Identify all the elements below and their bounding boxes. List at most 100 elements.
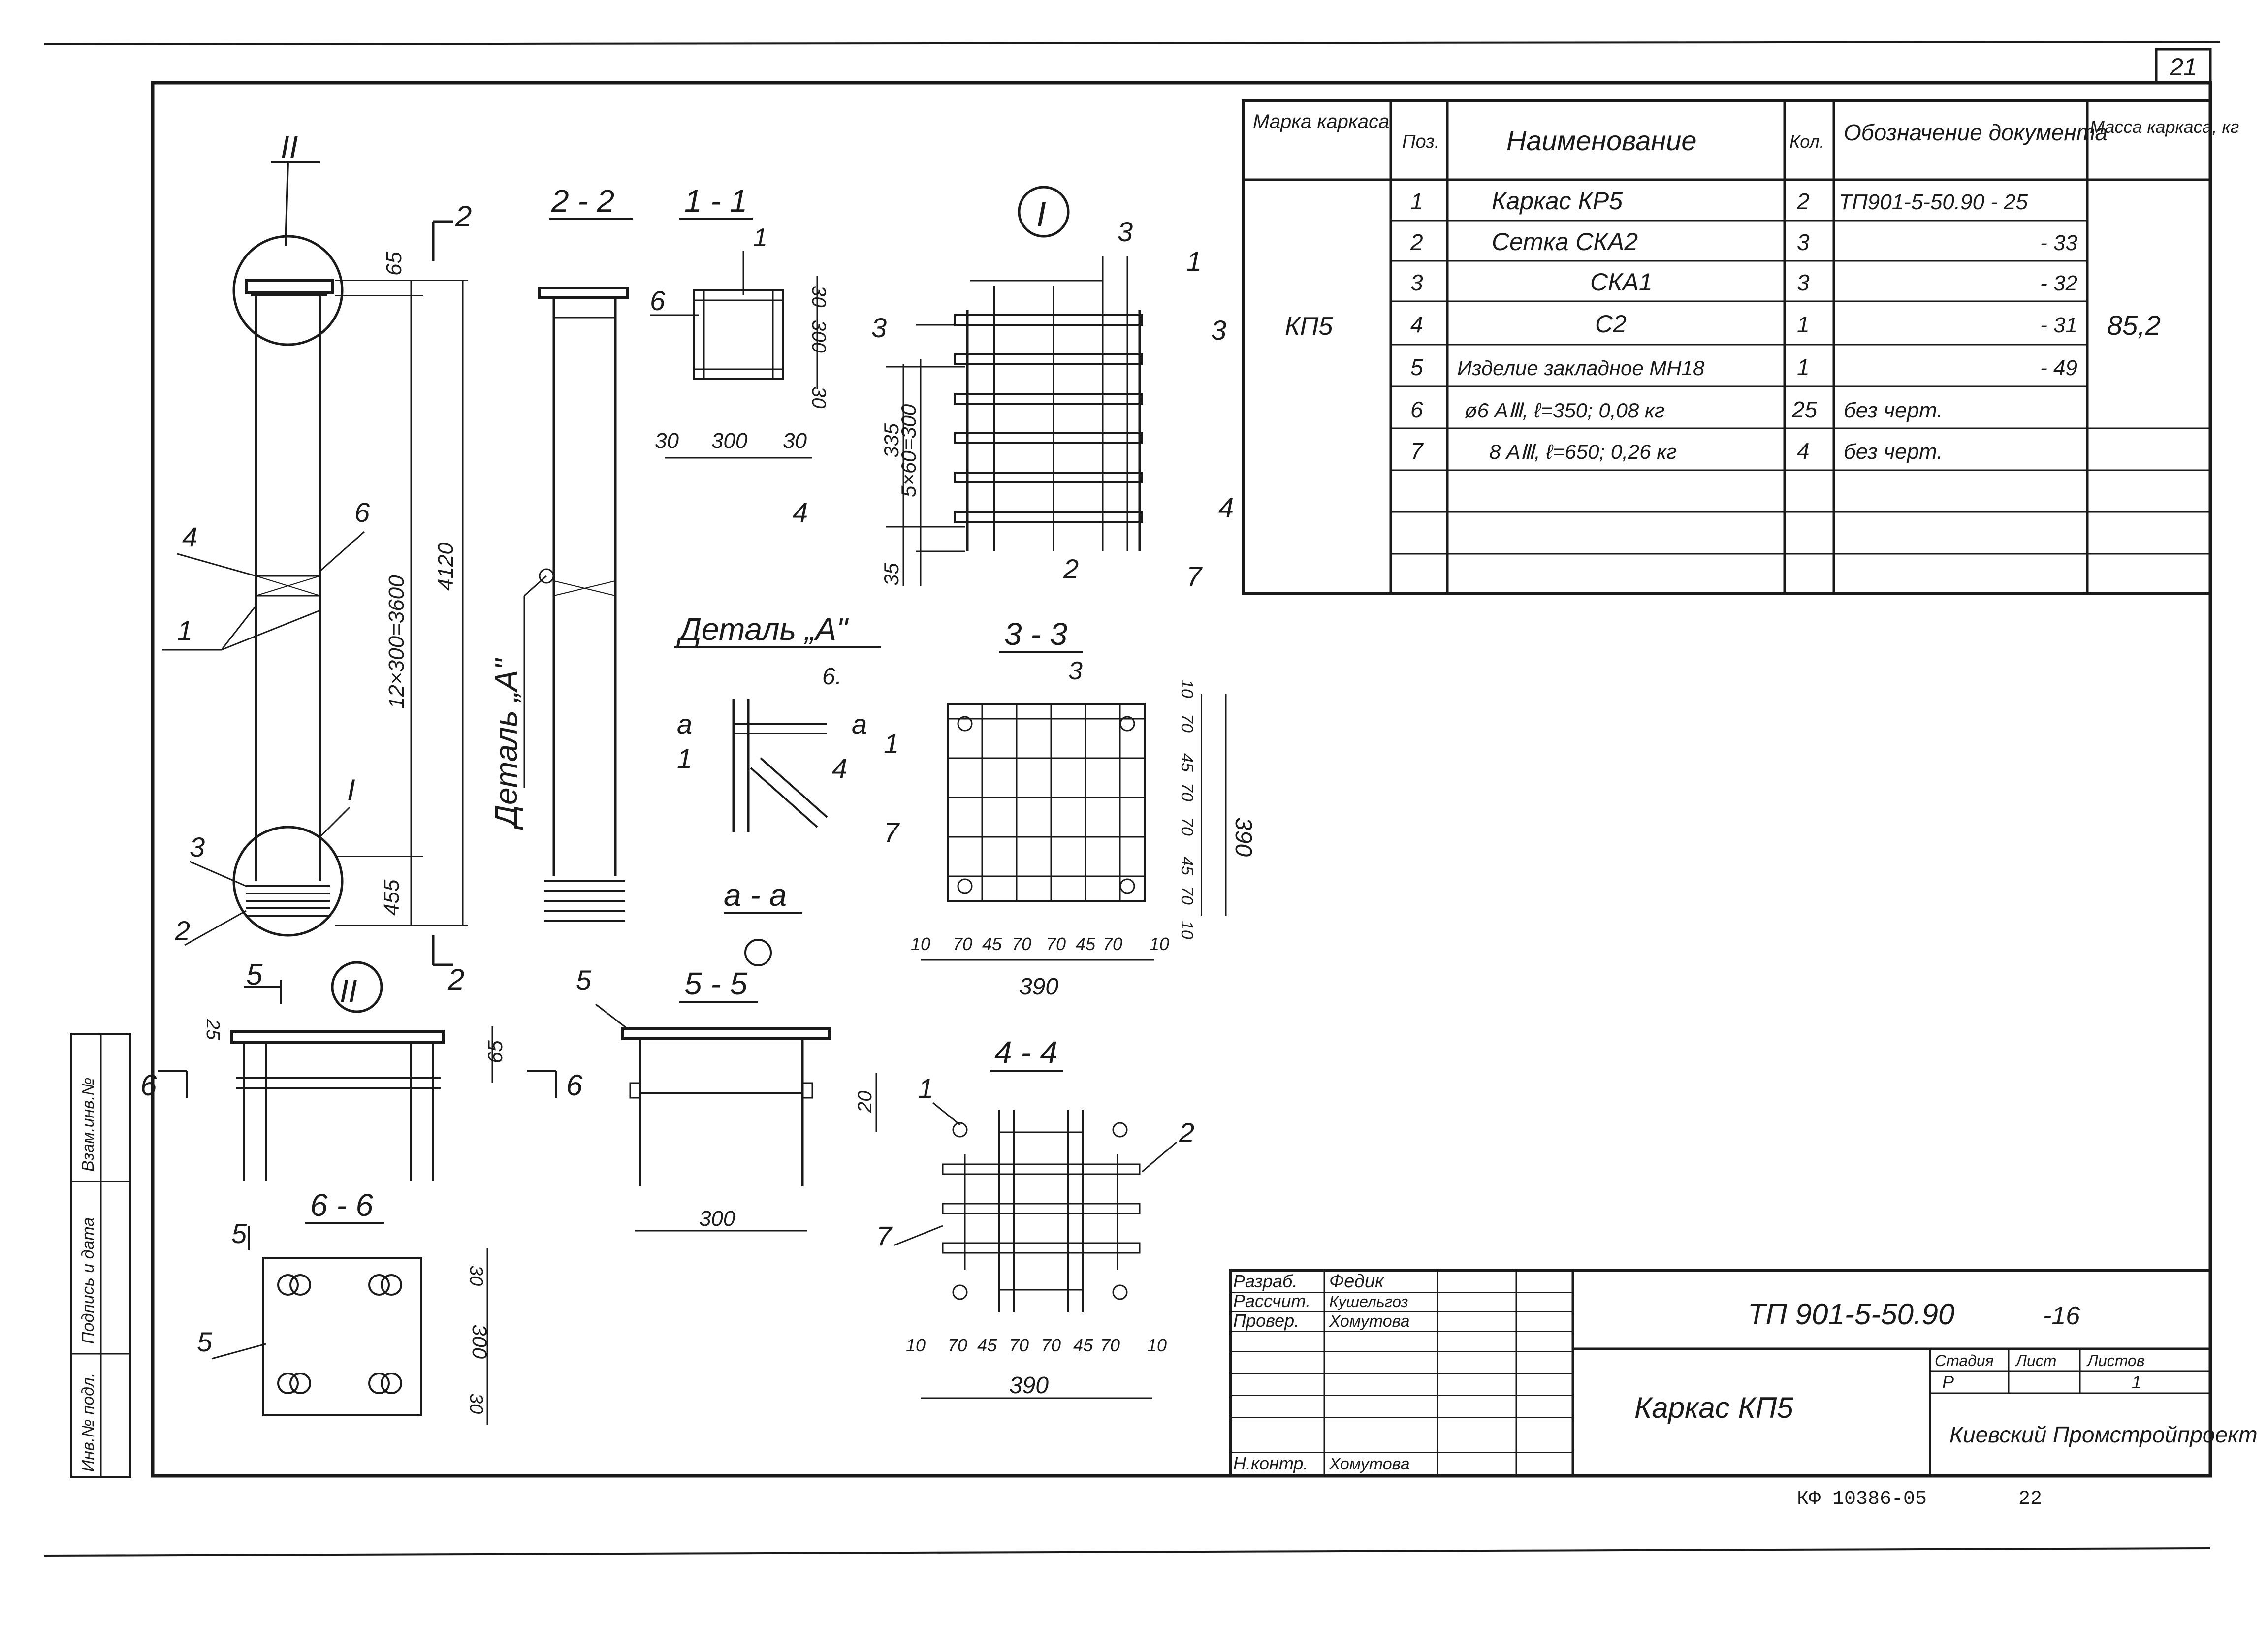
svg-text:5: 5 — [246, 958, 263, 991]
svg-text:5: 5 — [231, 1218, 247, 1249]
svg-text:300: 300 — [808, 320, 830, 353]
svg-text:С2: С2 — [1595, 310, 1627, 338]
section-6-6: 6 - 6 5 5 30 300 30 — [197, 1187, 491, 1425]
svg-text:65: 65 — [382, 252, 406, 276]
svg-text:2: 2 — [455, 200, 472, 233]
svg-text:25: 25 — [1791, 397, 1818, 422]
table-row: 2 Сетка СКА2 3 - 33 — [1410, 228, 2078, 255]
svg-text:45: 45 — [977, 1335, 997, 1355]
svg-text:- 32: - 32 — [2040, 271, 2077, 295]
svg-text:2: 2 — [1179, 1117, 1194, 1148]
section-4-4: 4 - 4 1 2 7 390 10 70 45 70 70 45 70 10 — [876, 1035, 1194, 1399]
svg-text:10: 10 — [1178, 921, 1196, 939]
title-block: Разраб. Федик Рассчит. Кушельгоз Провер.… — [1229, 1269, 2258, 1477]
svg-text:1: 1 — [677, 743, 692, 774]
svg-text:без черт.: без черт. — [1844, 440, 1943, 464]
svg-text:45: 45 — [1076, 934, 1096, 954]
sheet-suffix: -16 — [2043, 1302, 2080, 1330]
table-row: 7 8 АⅢ, ℓ=650; 0,26 кг 4 без черт. — [1410, 438, 1943, 464]
svg-text:70: 70 — [1178, 783, 1196, 801]
svg-text:70: 70 — [1100, 1335, 1120, 1355]
header-pos: Поз. — [1402, 131, 1439, 152]
sheet-number-box — [2155, 48, 2212, 84]
node-I-view: I 3 1 335 5×60=300 35 3 4 3 4 2 7 — [793, 186, 1234, 592]
svg-text:Стадия: Стадия — [1935, 1352, 1994, 1370]
svg-text:2: 2 — [174, 915, 190, 946]
svg-text:300: 300 — [711, 429, 748, 453]
svg-text:30: 30 — [466, 1265, 486, 1286]
svg-text:1: 1 — [918, 1073, 933, 1104]
svg-text:6: 6 — [140, 1069, 157, 1102]
svg-text:4: 4 — [832, 753, 847, 784]
marka-value: КП5 — [1285, 312, 1333, 341]
svg-text:30: 30 — [808, 286, 830, 308]
svg-text:25: 25 — [202, 1019, 223, 1040]
section-1-1: 1 - 1 1 6 30 300 30 30 300 30 — [650, 183, 830, 459]
header-mass: Масса каркаса, кг — [2090, 117, 2239, 137]
svg-text:3: 3 — [1211, 315, 1226, 346]
svg-text:70: 70 — [1009, 1335, 1029, 1355]
side-stamp-3: Инв.№ подл. — [79, 1373, 97, 1472]
svg-text:390: 390 — [1009, 1373, 1049, 1399]
svg-text:1: 1 — [1797, 354, 1810, 380]
svg-text:70: 70 — [948, 1335, 967, 1355]
drawing-title: Каркас КП5 — [1634, 1391, 1793, 1424]
svg-text:2: 2 — [1410, 229, 1423, 255]
svg-text:СКА1: СКА1 — [1590, 268, 1653, 296]
drawing-frame — [151, 81, 2212, 1478]
bottom-cut-line — [44, 1547, 2211, 1557]
svg-text:35: 35 — [880, 563, 903, 586]
svg-text:ø6 АⅢ, ℓ=350; 0,08 кг: ø6 АⅢ, ℓ=350; 0,08 кг — [1465, 399, 1664, 422]
sheet-number: 21 — [2169, 53, 2197, 81]
svg-text:4: 4 — [182, 521, 197, 552]
table-row: 1 Каркас КР5 2 ТП901-5-50.90 - 25 — [1410, 187, 2028, 215]
svg-text:4120: 4120 — [434, 543, 458, 591]
svg-text:1: 1 — [1186, 246, 1202, 277]
svg-text:Каркас КР5: Каркас КР5 — [1492, 187, 1623, 215]
svg-text:6: 6 — [354, 497, 370, 528]
svg-text:5: 5 — [1410, 354, 1423, 380]
svg-text:3: 3 — [1118, 216, 1133, 247]
svg-text:70: 70 — [1046, 934, 1066, 954]
doc-code: ТП 901-5-50.90 — [1748, 1298, 1954, 1331]
svg-text:без черт.: без черт. — [1844, 398, 1943, 422]
svg-text:8 АⅢ, ℓ=650; 0,26 кг: 8 АⅢ, ℓ=650; 0,26 кг — [1489, 440, 1677, 463]
svg-text:1: 1 — [1797, 312, 1810, 337]
svg-text:7: 7 — [884, 817, 900, 848]
svg-text:а: а — [852, 708, 867, 739]
side-stamp: Взам.инв.№ Подпись и дата Инв.№ подл. — [70, 1033, 131, 1478]
svg-text:Федик: Федик — [1329, 1271, 1385, 1292]
svg-text:3: 3 — [1797, 229, 1810, 255]
svg-text:6: 6 — [650, 285, 666, 316]
svg-text:70: 70 — [1178, 817, 1196, 836]
svg-text:455: 455 — [380, 879, 404, 916]
svg-text:4: 4 — [1410, 312, 1423, 337]
svg-text:70: 70 — [1103, 934, 1122, 954]
node-II-label: II — [281, 129, 298, 164]
svg-text:3: 3 — [1068, 657, 1083, 685]
svg-text:390: 390 — [1230, 817, 1256, 857]
svg-text:1: 1 — [2132, 1372, 2141, 1392]
svg-text:5: 5 — [197, 1326, 213, 1357]
svg-text:10: 10 — [911, 934, 930, 954]
side-stamp-2: Подпись и дата — [79, 1217, 97, 1344]
spec-table: Марка каркаса Поз. Наименование Кол. Обо… — [1242, 99, 2239, 595]
svg-text:4 - 4: 4 - 4 — [994, 1035, 1057, 1070]
organization: Киевский Промстройпроект — [1949, 1422, 2258, 1447]
svg-text:Деталь „А": Деталь „А" — [488, 657, 524, 830]
svg-text:3: 3 — [1410, 270, 1423, 295]
page-number: 22 — [2018, 1488, 2042, 1510]
svg-text:2: 2 — [1796, 189, 1810, 214]
svg-text:6 - 6: 6 - 6 — [310, 1187, 373, 1223]
header-name: Наименование — [1506, 125, 1696, 156]
svg-text:- 31: - 31 — [2040, 313, 2077, 337]
svg-text:1: 1 — [753, 223, 767, 252]
svg-text:12×300=3600: 12×300=3600 — [384, 575, 409, 709]
mass-value: 85,2 — [2107, 310, 2161, 341]
svg-text:7: 7 — [1410, 438, 1424, 464]
svg-text:4: 4 — [793, 497, 808, 528]
svg-text:7: 7 — [1186, 561, 1203, 592]
svg-text:а - а: а - а — [724, 877, 787, 913]
svg-text:20: 20 — [854, 1091, 876, 1114]
svg-text:Н.контр.: Н.контр. — [1233, 1453, 1308, 1473]
